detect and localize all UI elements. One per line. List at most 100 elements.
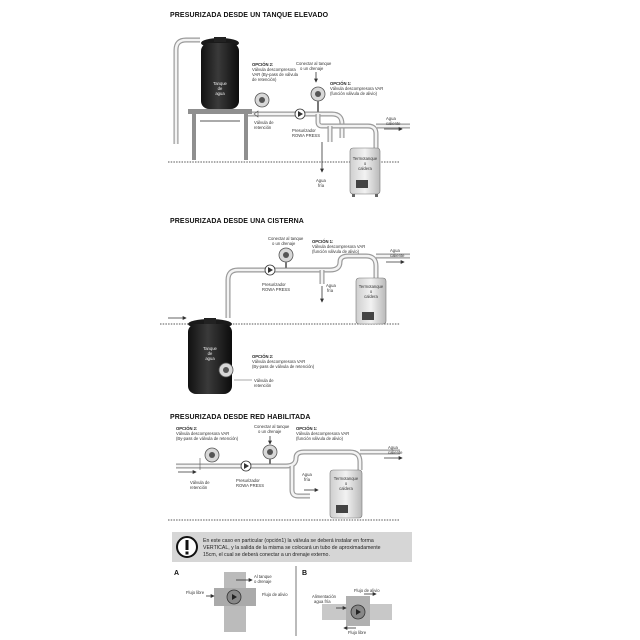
- inflow-label: Flujo libre: [186, 590, 205, 595]
- pressurizer-label-2: ROWA PRESS: [292, 133, 320, 138]
- section1-title: PRESURIZADA DESDE UN TANQUE ELEVADO: [170, 12, 329, 19]
- heater-label-3: caldera: [364, 294, 378, 299]
- valve-option1: [262, 444, 278, 464]
- cold-water-label-2: fría: [304, 477, 311, 482]
- connect-label-2: o un drenaje: [272, 241, 296, 246]
- connect-label-1: Al tanque: [254, 574, 272, 579]
- option1-label-1: OPCIÓN 1:: [296, 426, 317, 431]
- pump-icon: [294, 108, 306, 120]
- note-line-1: En este caso en particular (opción1) la …: [203, 538, 374, 544]
- tank-label-2: de: [218, 86, 223, 91]
- option1-label-2: Válvula descompresora VAR: [296, 431, 349, 436]
- pressurizer-label-1: Presurizador: [292, 128, 316, 133]
- check-valve: [253, 110, 259, 118]
- relief-label: Flujo de alivio: [354, 588, 380, 593]
- section-network: PRESURIZADA DESDE RED HABILITADA OPCIÓN …: [168, 414, 403, 521]
- valve-label-1: Válvula de: [254, 120, 274, 125]
- tank-label-1: Tanque: [203, 346, 217, 351]
- valve-label-1: Válvula de: [254, 378, 274, 383]
- connect-label-1: Conectar al tanque: [296, 61, 332, 66]
- detail-a-letter: A: [174, 570, 179, 577]
- hot-water-label-2: caliente: [388, 450, 403, 455]
- option2-label-1: OPCIÓN 2:: [176, 426, 197, 431]
- connect-label-2: o drenaje: [254, 579, 272, 584]
- option2-label-2: Válvula descompresora VAR: [176, 431, 229, 436]
- pressurizer-label-1: Presurizador: [262, 282, 286, 287]
- detail-b-letter: B: [302, 570, 307, 577]
- heater-label-2: o: [345, 481, 348, 486]
- option2-label-1: OPCIÓN 2:: [252, 354, 273, 359]
- valve-label-2: retención: [254, 125, 272, 130]
- heater-label-3: caldera: [358, 166, 372, 171]
- pump-icon: [240, 460, 252, 472]
- heater-label-1: Termotanque: [359, 284, 384, 289]
- heater-label-3: caldera: [339, 486, 353, 491]
- pipes: [225, 253, 410, 318]
- pressurizer-label-2: ROWA PRESS: [236, 483, 264, 488]
- warning-icon: [176, 536, 198, 558]
- heater-label-1: Termotanque: [353, 156, 378, 161]
- hot-water-label-1: Agua: [390, 248, 400, 253]
- heater-label-1: Termotanque: [334, 476, 359, 481]
- option1-label-3: (función válvula de alivio): [330, 91, 378, 96]
- tank-label-1: Tanque: [213, 81, 227, 86]
- option2-label-4: de retención): [252, 77, 277, 82]
- connect-label-2: o un drenaje: [258, 429, 282, 434]
- tank-stand: [188, 109, 252, 160]
- valve-option2: [218, 362, 234, 378]
- feed-label-1: Alimentación: [312, 594, 337, 599]
- option1-label-1: OPCIÓN 1:: [312, 239, 333, 244]
- feed-label-2: agua fría: [314, 599, 331, 604]
- detail-a: A Al tanque o drenaje Flujo libre Flujo …: [174, 570, 288, 632]
- valve-label-2: retención: [254, 383, 272, 388]
- water-heater: [329, 469, 363, 519]
- water-heater: [349, 147, 381, 197]
- option2-label-2: Válvula descompresora: [252, 67, 296, 72]
- relief-label: Flujo de alivio: [262, 592, 288, 597]
- option1-label-3: (función válvula de alivio): [312, 249, 360, 254]
- connect-label-1: Conectar al tanque: [254, 424, 290, 429]
- valve-option1: [278, 247, 294, 268]
- hot-water-label-2: caliente: [386, 121, 401, 126]
- section2-title: PRESURIZADA DESDE UNA CISTERNA: [170, 218, 304, 225]
- valve-option2: [254, 92, 270, 108]
- tank-label-3: agua: [205, 356, 215, 361]
- valve-label-1: Válvula de: [190, 480, 210, 485]
- heater-label-2: o: [364, 161, 367, 166]
- water-heater: [355, 277, 387, 325]
- option2-label-1: OPCIÓN 2:: [252, 62, 273, 67]
- water-tank: [188, 318, 232, 394]
- connect-label-1: Conectar al tanque: [268, 236, 304, 241]
- valve-option2: [204, 447, 220, 463]
- heater-label-2: o: [370, 289, 373, 294]
- free-label: Flujo libre: [348, 630, 367, 635]
- connect-label-2: o un drenaje: [300, 66, 324, 71]
- warning-note: En este caso en particular (opción1) la …: [172, 532, 412, 562]
- cold-water-label-1: Agua: [326, 283, 336, 288]
- cold-water-label-1: Agua: [302, 472, 312, 477]
- valve-label-2: retención: [190, 485, 208, 490]
- pipes: [176, 449, 400, 499]
- hot-water-label-1: Agua: [386, 116, 396, 121]
- option2-label-3: (By-pass de válvula de retención): [176, 436, 239, 441]
- section-elevated-tank: PRESURIZADA DESDE UN TANQUE ELEVADO Tanq…: [168, 12, 410, 197]
- pressurizer-label-1: Presurizador: [236, 478, 260, 483]
- option2-label-2: Válvula descompresora VAR: [252, 359, 305, 364]
- option1-label-3: (función válvula de alivio): [296, 436, 344, 441]
- option1-label-2: Válvula descompresora VAR: [330, 86, 383, 91]
- hot-water-label-2: caliente: [390, 253, 405, 258]
- section3-title: PRESURIZADA DESDE RED HABILITADA: [170, 414, 310, 421]
- option1-label-1: OPCIÓN 1:: [330, 81, 351, 86]
- cold-water-label-1: Agua: [316, 178, 326, 183]
- note-line-2: VERTICAL, y la salida de la misma se col…: [203, 545, 381, 551]
- valve-option1: [310, 86, 326, 112]
- pump-icon: [264, 264, 276, 276]
- note-line-3: 15cm, el cual se deberá conectar a un dr…: [203, 552, 330, 558]
- section-cistern: PRESURIZADA DESDE UNA CISTERNA Conectar …: [160, 218, 410, 394]
- option1-label-2: Válvula descompresora VAR: [312, 244, 365, 249]
- hot-water-label-1: Agua: [388, 445, 398, 450]
- tank-label-2: de: [208, 351, 213, 356]
- cold-water-label-2: fría: [327, 288, 334, 293]
- option2-label-3: (By-pass de válvula de retención): [252, 364, 315, 369]
